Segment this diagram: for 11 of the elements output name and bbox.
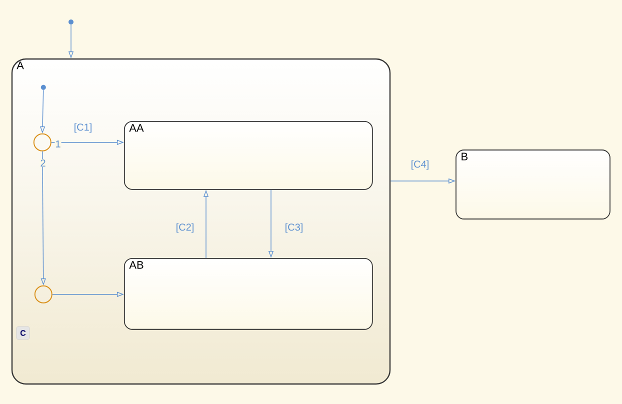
edge-label: [C1] — [74, 123, 92, 133]
edge-label: [C4] — [412, 160, 428, 170]
junction-circle — [34, 285, 52, 304]
state-box: AA — [124, 120, 373, 190]
priority-number: 1 — [54, 140, 62, 148]
priority-number: 2 — [40, 159, 46, 167]
junction-circle — [33, 133, 52, 152]
state-box: AB — [124, 258, 373, 330]
state-box: B — [456, 150, 610, 220]
edge-label: [C3] — [286, 223, 302, 233]
edge-label: [C2] — [176, 223, 194, 233]
